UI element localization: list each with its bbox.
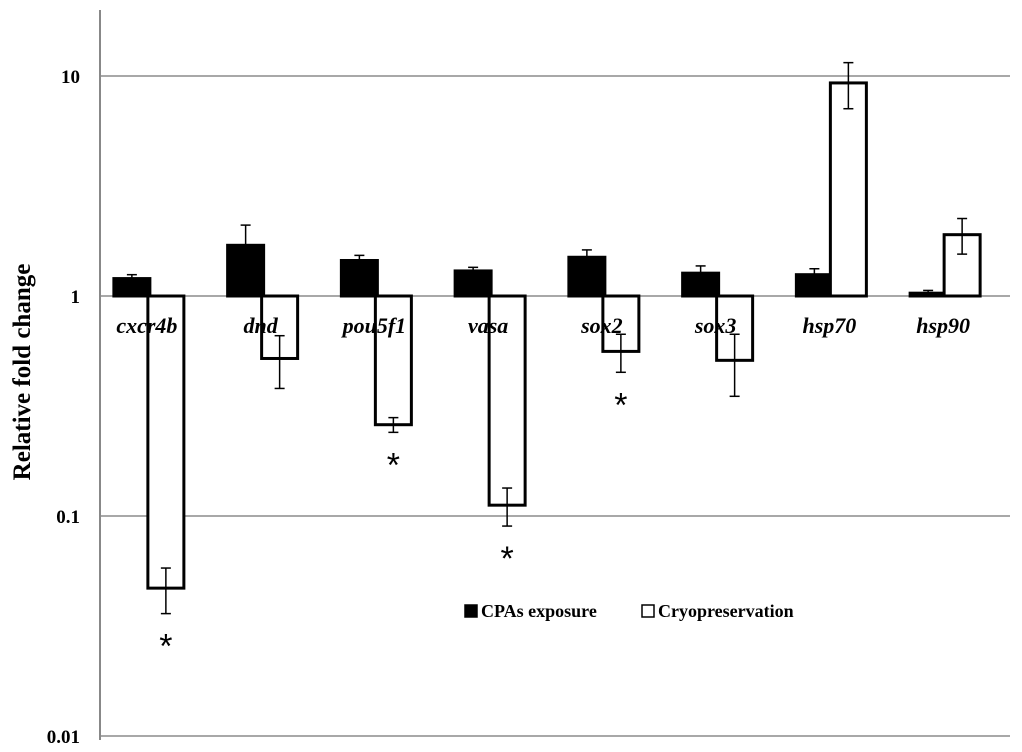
error-bar	[923, 289, 934, 297]
y-tick-label: 10	[61, 67, 80, 88]
error-bar	[843, 61, 854, 110]
legend-swatch-cpas	[464, 604, 478, 618]
category-labels: cxcr4b dnd pou5f1 vasa sox2 sox3 hsp70 hsp90	[116, 313, 970, 338]
error-bar	[502, 487, 513, 527]
y-tick-label: 0.1	[56, 507, 80, 528]
error-bar	[240, 224, 251, 272]
legend: CPAs exposure Cryopreservation	[464, 601, 794, 621]
category-label: sox2	[580, 313, 623, 338]
category-label: hsp70	[802, 313, 856, 338]
y-tick-label: 1	[71, 287, 81, 308]
error-bar	[581, 249, 592, 266]
significance-star: *	[159, 628, 172, 666]
significance-star: *	[501, 540, 514, 578]
bar-cryo-vasa	[487, 294, 527, 507]
error-bar	[615, 333, 626, 374]
y-axis-title: Relative fold change	[9, 264, 36, 481]
error-bars	[126, 61, 968, 615]
error-bar	[160, 567, 171, 615]
y-tick-labels: 0.01 0.1 1 10	[47, 67, 80, 748]
error-bar	[388, 416, 399, 434]
error-bar	[126, 273, 137, 284]
category-label: vasa	[468, 313, 508, 338]
category-label: dnd	[244, 313, 279, 338]
error-bar	[957, 217, 968, 255]
significance-star: *	[614, 386, 627, 424]
legend-label-cpas: CPAs exposure	[481, 601, 597, 621]
significance-markers: * * * *	[159, 386, 627, 665]
error-bar	[695, 265, 706, 282]
error-bar	[809, 268, 820, 282]
error-bar	[274, 334, 285, 390]
error-bar	[354, 254, 365, 267]
error-bar	[468, 266, 479, 276]
significance-star: *	[387, 446, 400, 484]
legend-label-cryo: Cryopreservation	[658, 601, 794, 621]
y-tick-label: 0.01	[47, 727, 80, 748]
legend-swatch-cryo	[641, 604, 655, 618]
error-bar	[729, 333, 740, 398]
bar-cryo-cxcr4b	[146, 294, 186, 590]
category-label: hsp90	[916, 313, 970, 338]
category-label: sox3	[694, 313, 737, 338]
bar-cryo-hsp70	[828, 81, 868, 298]
gridlines	[100, 75, 1010, 737]
category-label: pou5f1	[341, 313, 407, 338]
bars	[112, 81, 982, 590]
category-label: cxcr4b	[116, 313, 177, 338]
